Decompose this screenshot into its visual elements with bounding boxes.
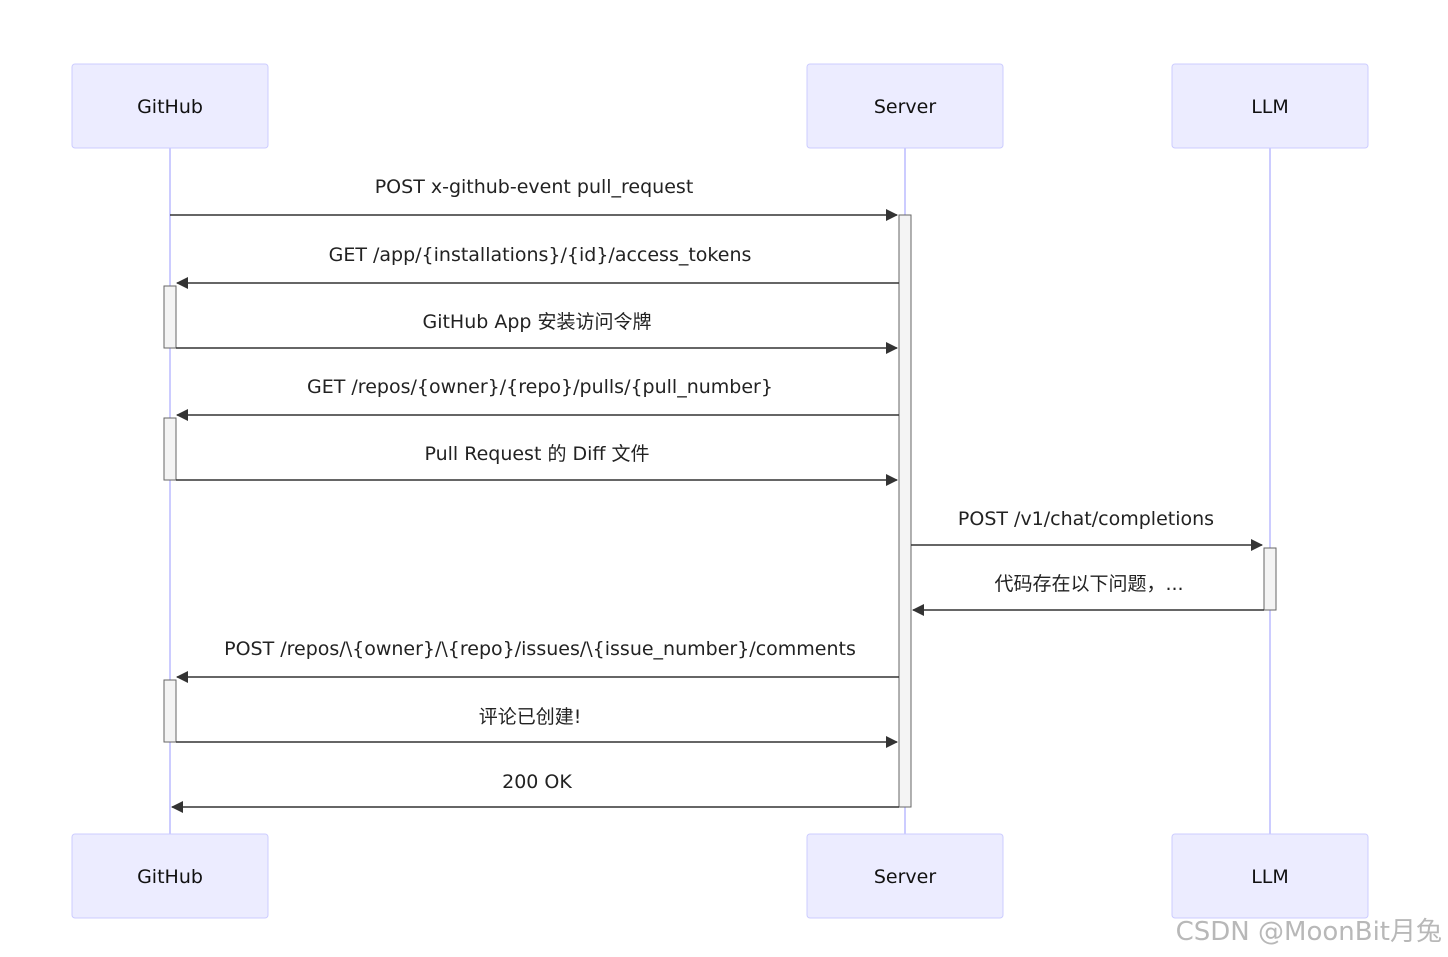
- actor-llm-bottom: LLM: [1171, 833, 1369, 919]
- actor-github-bottom: GitHub: [71, 833, 269, 919]
- message-2-label: GET /app/{installations}/{id}/access_tok…: [329, 244, 752, 266]
- message-9: 评论已创建!: [176, 706, 898, 748]
- activation-github-1: [163, 285, 177, 349]
- actor-server-bottom: Server: [806, 833, 1004, 919]
- activation-github-3: [163, 679, 177, 743]
- message-9-label: 评论已创建!: [479, 706, 582, 728]
- actor-server-top-label: Server: [874, 96, 936, 118]
- actor-llm-top-label: LLM: [1251, 96, 1289, 118]
- message-6: POST /v1/chat/completions: [911, 508, 1263, 551]
- message-4: GET /repos/{owner}/{repo}/pulls/{pull_nu…: [176, 376, 899, 421]
- watermark: CSDN @MoonBit月兔: [1176, 917, 1442, 947]
- message-3: GitHub App 安装访问令牌: [176, 311, 898, 354]
- activation-github-2: [163, 417, 177, 481]
- message-10-label: 200 OK: [502, 771, 572, 793]
- activation-llm: [1263, 547, 1277, 611]
- actor-github-bottom-label: GitHub: [137, 866, 203, 888]
- actor-github-top-label: GitHub: [137, 96, 203, 118]
- message-2: GET /app/{installations}/{id}/access_tok…: [176, 244, 899, 289]
- actor-llm-bottom-label: LLM: [1251, 866, 1289, 888]
- message-7: 代码存在以下问题，...: [912, 573, 1264, 616]
- actor-github-top: GitHub: [71, 63, 269, 149]
- message-3-label: GitHub App 安装访问令牌: [422, 311, 651, 333]
- message-7-label: 代码存在以下问题，...: [994, 573, 1183, 595]
- message-8-label: POST /repos/\{owner}/\{repo}/issues/\{is…: [224, 638, 856, 660]
- message-10: 200 OK: [171, 771, 899, 813]
- actor-llm-top: LLM: [1171, 63, 1369, 149]
- message-1-label: POST x-github-event pull_request: [375, 176, 694, 198]
- activation-server: [898, 214, 912, 808]
- message-4-label: GET /repos/{owner}/{repo}/pulls/{pull_nu…: [307, 376, 773, 398]
- message-5: Pull Request 的 Diff 文件: [176, 443, 898, 486]
- actor-server-top: Server: [806, 63, 1004, 149]
- message-6-label: POST /v1/chat/completions: [958, 508, 1214, 530]
- message-8: POST /repos/\{owner}/\{repo}/issues/\{is…: [176, 638, 899, 683]
- message-1: POST x-github-event pull_request: [170, 176, 898, 221]
- actor-server-bottom-label: Server: [874, 866, 936, 888]
- message-5-label: Pull Request 的 Diff 文件: [424, 443, 649, 465]
